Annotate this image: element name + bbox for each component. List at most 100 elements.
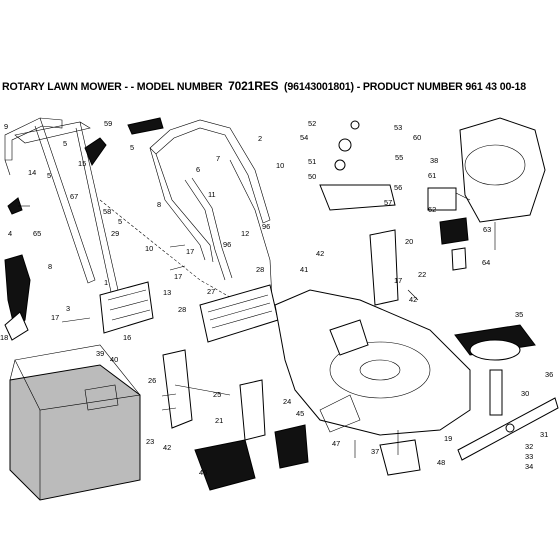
callout-11: 11 — [208, 190, 216, 199]
callout-42a: 42 — [316, 249, 324, 258]
title-suffix: (96143001801) - PRODUCT NUMBER 961 43 00… — [284, 81, 527, 93]
callout-67: 67 — [70, 192, 78, 201]
callout-17d: 17 — [394, 276, 402, 285]
callout-30: 30 — [521, 389, 529, 398]
throttle-plate-57 — [319, 120, 396, 211]
callout-17b: 17 — [174, 272, 182, 281]
callout-57: 57 — [384, 198, 392, 207]
callout-63: 63 — [483, 225, 491, 234]
callout-23: 23 — [146, 437, 154, 446]
hardware-bolts — [61, 244, 419, 458]
callout-53: 53 — [394, 123, 402, 132]
rear-plate-16 — [99, 281, 154, 334]
callout-64: 64 — [482, 258, 490, 267]
title-model-number: 7021RES — [228, 79, 279, 93]
callout-5c: 5 — [47, 171, 51, 180]
callout-45: 45 — [296, 409, 304, 418]
callout-29: 29 — [111, 229, 119, 238]
callout-40: 40 — [110, 355, 118, 364]
crankshaft-30 — [489, 369, 503, 416]
callout-1: 1 — [104, 278, 108, 287]
callout-46: 46 — [199, 468, 207, 477]
callout-22: 22 — [418, 270, 426, 279]
callout-24: 24 — [283, 397, 291, 406]
callout-36: 36 — [545, 370, 553, 379]
callout-34: 34 — [525, 462, 533, 471]
callout-5b: 5 — [130, 143, 134, 152]
callout-35: 35 — [515, 310, 523, 319]
rear-deflector-18 — [4, 254, 31, 331]
callout-16: 16 — [123, 333, 131, 342]
callout-96b: 96 — [223, 240, 231, 249]
callout-52: 52 — [308, 119, 316, 128]
callout-6: 6 — [196, 165, 200, 174]
callout-41: 41 — [300, 265, 308, 274]
callout-27: 27 — [207, 287, 215, 296]
grass-catcher-39 — [9, 344, 141, 501]
fan-35 — [469, 339, 521, 361]
callout-15: 15 — [78, 159, 86, 168]
callout-17a: 17 — [186, 247, 194, 256]
callout-21: 21 — [215, 416, 223, 425]
cable-grip-59 — [127, 117, 164, 135]
callout-14: 14 — [28, 168, 36, 177]
callout-50: 50 — [308, 172, 316, 181]
title-prefix: ROTARY LAWN MOWER - - MODEL NUMBER — [2, 81, 223, 93]
callout-labels: 9 59 2 14 15 5 5 5 5 7 6 10 10 67 58 4 6… — [0, 119, 553, 477]
callout-31: 31 — [540, 430, 548, 439]
callout-2: 2 — [258, 134, 262, 143]
callout-7: 7 — [216, 154, 220, 163]
side-discharge-door-25 — [239, 379, 266, 441]
mower-deck — [274, 289, 471, 436]
callout-10a: 10 — [276, 161, 284, 170]
callout-18: 18 — [0, 333, 8, 342]
key-64 — [451, 247, 467, 271]
callout-56: 56 — [394, 183, 402, 192]
callout-5d: 5 — [118, 217, 122, 226]
callout-20: 20 — [405, 237, 413, 246]
handle-right-2 — [149, 119, 271, 263]
charger-63 — [439, 217, 469, 245]
callout-26: 26 — [148, 376, 156, 385]
height-adjuster-26 — [162, 349, 193, 429]
callout-51: 51 — [308, 157, 316, 166]
callout-17c: 17 — [51, 313, 59, 322]
handle-lower-6 — [184, 177, 233, 281]
callout-8a: 8 — [48, 262, 52, 271]
callout-55: 55 — [395, 153, 403, 162]
callout-58: 58 — [103, 207, 111, 216]
handle-knob-4 — [7, 197, 30, 215]
engine-38 — [449, 117, 546, 250]
callout-12: 12 — [241, 229, 249, 238]
callout-38: 38 — [430, 156, 438, 165]
mulch-plug-45 — [274, 424, 309, 469]
callout-5a: 5 — [63, 139, 67, 148]
lower-handle-left — [4, 117, 96, 284]
chute-46 — [194, 439, 256, 491]
callout-37: 37 — [371, 447, 379, 456]
callout-25: 25 — [213, 390, 221, 399]
callout-39: 39 — [96, 349, 104, 358]
callout-59: 59 — [104, 119, 112, 128]
callout-8b: 8 — [157, 200, 161, 209]
callout-61: 61 — [428, 171, 436, 180]
battery-62 — [427, 187, 457, 211]
front-bracket-20 — [369, 229, 399, 306]
diagram-title: ROTARY LAWN MOWER - - MODEL NUMBER 7021R… — [2, 79, 558, 93]
callout-54: 54 — [300, 133, 308, 142]
callout-10b: 10 — [145, 244, 153, 253]
callout-65: 65 — [33, 229, 41, 238]
callout-28b: 28 — [178, 305, 186, 314]
callout-62: 62 — [428, 205, 436, 214]
wheel-bracket-48 — [379, 439, 421, 476]
callout-96a: 96 — [262, 222, 270, 231]
callout-4: 4 — [8, 229, 12, 238]
callout-28a: 28 — [256, 265, 264, 274]
cable-12 — [229, 159, 273, 301]
control-bar-grip — [84, 137, 107, 167]
callout-60: 60 — [413, 133, 421, 142]
callout-9: 9 — [4, 122, 8, 131]
callout-19: 19 — [444, 434, 452, 443]
